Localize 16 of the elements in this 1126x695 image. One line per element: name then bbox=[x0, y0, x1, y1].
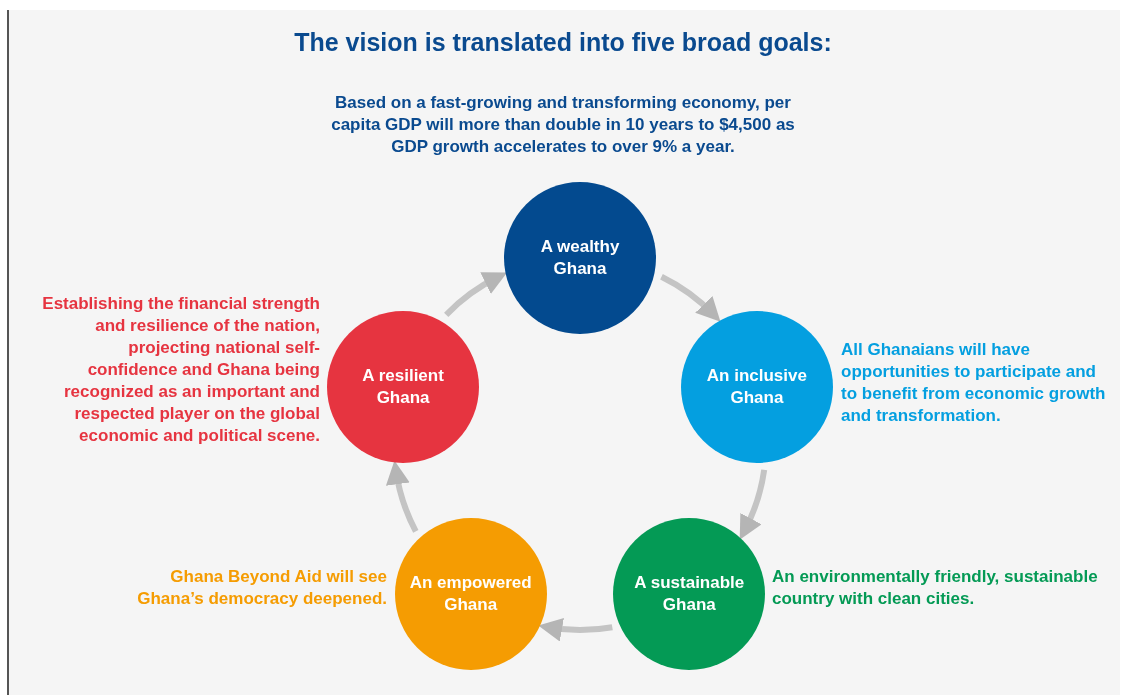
title: The vision is translated into five broad goals: bbox=[293, 28, 833, 57]
goal-description: Based on a fast-growing and transforming economy, per capita GDP will more than double in 10 years to $4,500 as GDP growth accelerates to over 9% a year. bbox=[330, 92, 796, 158]
goal-label: A sustainable Ghana bbox=[633, 572, 746, 617]
goal-label: An empowered Ghana bbox=[408, 572, 533, 617]
goal-description: An environmentally friendly, sustainable country with clean cities. bbox=[772, 566, 1099, 610]
arrow bbox=[739, 469, 768, 540]
goal-description: Ghana Beyond Aid will see Ghana’s democracy deepened. bbox=[136, 566, 387, 610]
arrow bbox=[444, 272, 507, 317]
goal-label: A resilient Ghana bbox=[361, 364, 445, 409]
goal-label: An inclusive Ghana bbox=[705, 364, 808, 409]
arrow bbox=[660, 274, 721, 322]
arrow bbox=[386, 460, 419, 533]
goal-description: All Ghanaians will have opportunities to participate and to benefit from economic growth and transformation. bbox=[841, 339, 1107, 427]
goal-label: A wealthy Ghana bbox=[539, 236, 621, 280]
arrow bbox=[538, 617, 613, 641]
goal-description: Establishing the financial strength and resilience of the nation, projecting national self-confidence and Ghana being recognized as an important and respected player on the global economic and political scene. bbox=[41, 293, 320, 447]
